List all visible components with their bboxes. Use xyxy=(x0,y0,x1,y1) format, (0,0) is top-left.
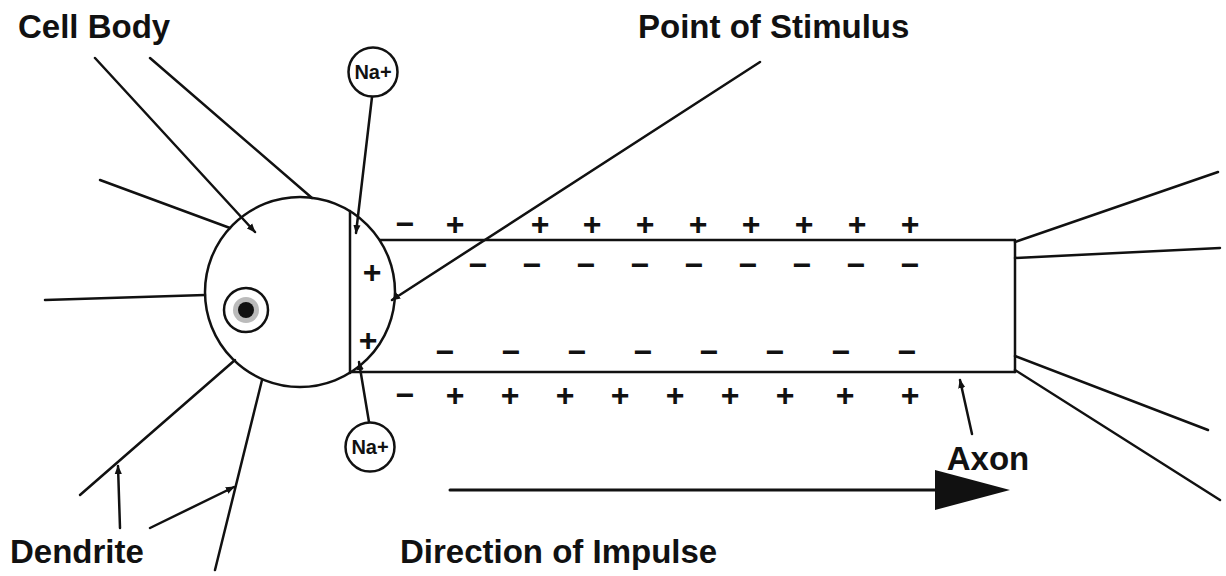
charge-sign: − xyxy=(739,249,758,281)
leader-line xyxy=(392,62,760,300)
leader-line xyxy=(150,487,234,528)
charge-sign: + xyxy=(636,208,655,240)
axon-terminal xyxy=(1015,370,1220,500)
charge-sign: + xyxy=(666,379,685,411)
dendrite xyxy=(100,180,230,228)
charge-sign: + xyxy=(556,379,575,411)
axon-end xyxy=(1014,240,1017,372)
charge-sign: + xyxy=(689,208,708,240)
charge-sign: − xyxy=(901,249,920,281)
axon-terminal xyxy=(1015,172,1218,242)
dendrite xyxy=(215,380,262,570)
ion-arrow xyxy=(356,97,372,233)
charge-sign: − xyxy=(396,208,415,240)
part-label: Direction of Impulse xyxy=(400,535,717,568)
charge-sign: − xyxy=(832,336,851,368)
charge-sign: + xyxy=(611,379,630,411)
charge-sign: − xyxy=(502,336,521,368)
charge-sign: − xyxy=(685,249,704,281)
cell-body-outline xyxy=(205,197,395,387)
ion-circle-shape xyxy=(346,423,395,472)
charge-sign: − xyxy=(793,249,812,281)
axon-terminal xyxy=(1015,248,1220,258)
charge-sign: − xyxy=(898,336,917,368)
leader-line xyxy=(95,58,255,232)
charge-sign: − xyxy=(568,336,587,368)
ion-circle: Na+ xyxy=(344,421,396,473)
charge-sign: − xyxy=(436,336,455,368)
charge-sign: + xyxy=(721,379,740,411)
ion-label: Na+ xyxy=(351,437,388,457)
impulse-arrowhead xyxy=(935,470,1010,510)
charge-sign: − xyxy=(700,336,719,368)
dendrite xyxy=(45,295,205,300)
charge-sign: − xyxy=(523,249,542,281)
charge-sign: + xyxy=(836,379,855,411)
charge-sign: − xyxy=(766,336,785,368)
part-label: Axon xyxy=(947,442,1030,475)
nucleus-ring xyxy=(233,297,259,323)
part-label: Point of Stimulus xyxy=(638,10,909,43)
nucleolus xyxy=(238,302,254,318)
axon-terminal xyxy=(1015,356,1208,430)
part-label: Cell Body xyxy=(18,10,170,43)
part-label: Dendrite xyxy=(10,535,144,568)
charge-sign: + xyxy=(583,208,602,240)
charge-sign: − xyxy=(631,249,650,281)
charge-sign: − xyxy=(469,249,488,281)
charge-sign: + xyxy=(776,379,795,411)
axon-membrane xyxy=(351,371,1015,374)
charge-sign: + xyxy=(446,379,465,411)
charge-sign: − xyxy=(634,336,653,368)
charge-sign: + xyxy=(446,208,465,240)
leader-line xyxy=(150,58,312,198)
charge-sign: + xyxy=(531,208,550,240)
leader-line xyxy=(960,380,972,434)
charge-sign: + xyxy=(848,208,867,240)
charge-sign: + xyxy=(901,379,920,411)
depolarization-boundary xyxy=(349,211,352,373)
dendrite xyxy=(80,360,235,495)
charge-sign: + xyxy=(795,208,814,240)
charge-sign: + xyxy=(363,256,382,288)
ion-label: Na+ xyxy=(354,62,391,82)
charge-sign: + xyxy=(901,208,920,240)
charge-sign: − xyxy=(396,379,415,411)
leader-line xyxy=(118,466,120,528)
charge-sign: − xyxy=(847,249,866,281)
charge-sign: + xyxy=(359,324,378,356)
nucleus xyxy=(224,288,268,332)
impulse-arrow xyxy=(450,489,940,492)
ion-circle-shape xyxy=(349,48,398,97)
charge-sign: + xyxy=(742,208,761,240)
ion-circle: Na+ xyxy=(347,46,399,98)
ion-arrow xyxy=(359,362,369,422)
charge-sign: + xyxy=(501,379,520,411)
charge-sign: − xyxy=(577,249,596,281)
